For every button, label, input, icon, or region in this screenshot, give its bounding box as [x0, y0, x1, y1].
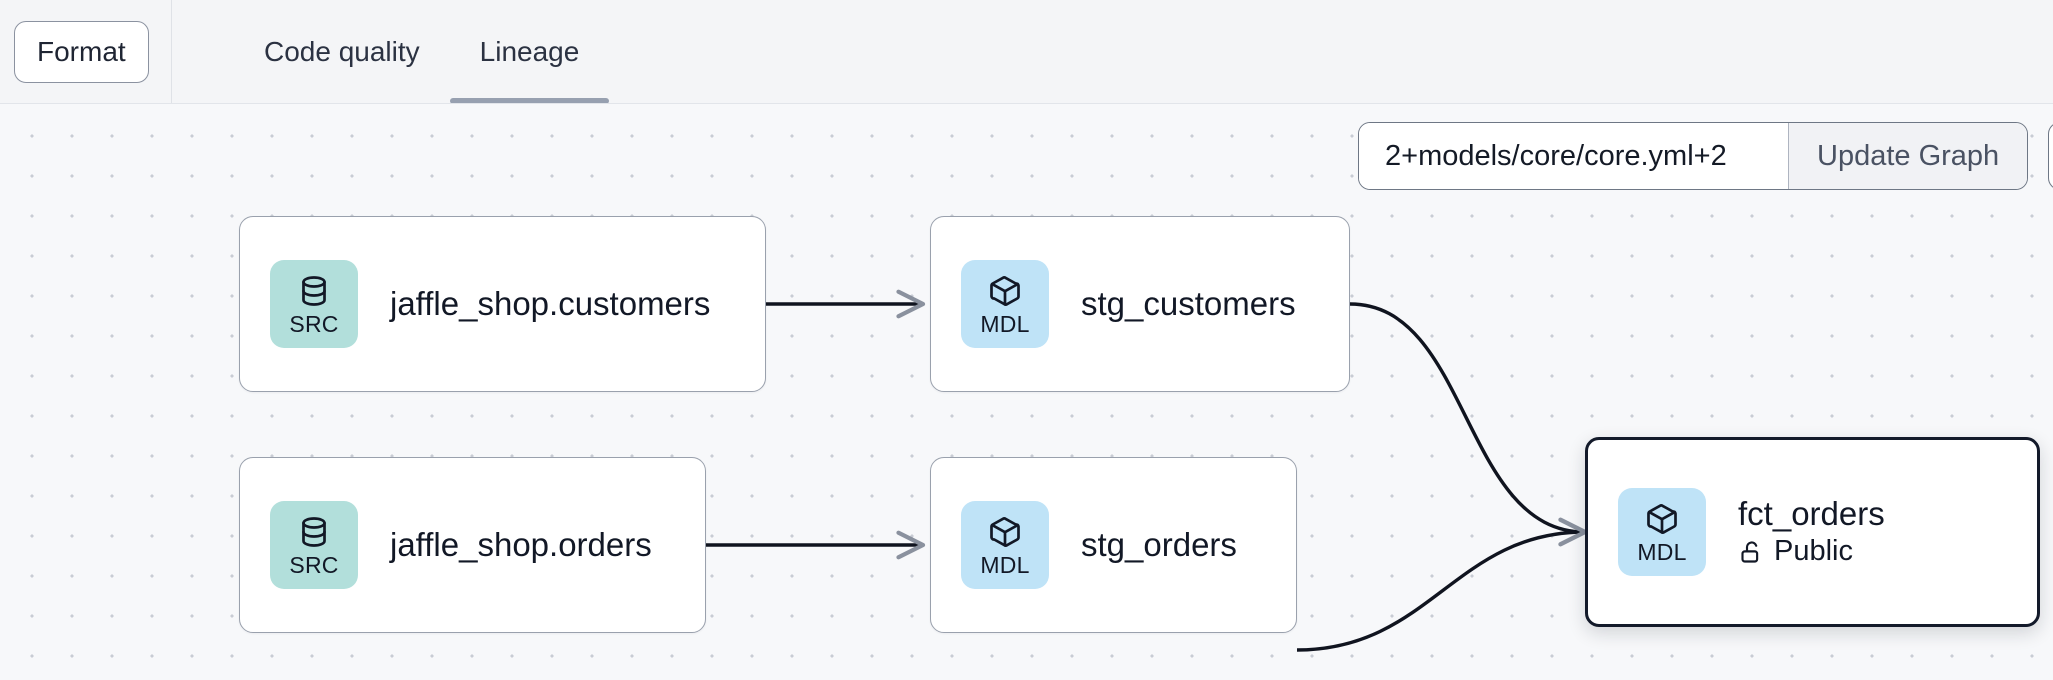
mdl-badge-label: MDL [980, 551, 1030, 578]
mdl-badge: MDL [961, 501, 1049, 589]
edge-stg-customers-to-fct-orders [1349, 302, 1588, 547]
mdl-badge-label: MDL [1637, 538, 1687, 565]
database-icon [302, 275, 326, 306]
node-title: stg_orders [1081, 525, 1237, 563]
mdl-badge: MDL [1618, 488, 1706, 576]
lineage-node-jaffle-shop-customers[interactable]: SRC jaffle_shop.customers [239, 216, 766, 392]
node-body: jaffle_shop.orders [390, 525, 652, 563]
node-title: jaffle_shop.customers [390, 284, 711, 322]
cube-icon [990, 516, 1020, 547]
node-title: fct_orders [1738, 494, 1885, 532]
lineage-node-jaffle-shop-orders[interactable]: SRC jaffle_shop.orders [239, 457, 706, 633]
database-icon [302, 516, 326, 547]
src-badge-label: SRC [289, 310, 339, 337]
mdl-badge: MDL [961, 260, 1049, 348]
graph-options-button[interactable] [2048, 122, 2053, 190]
edge-stg-orders-to-fct-orders [1296, 517, 1588, 652]
unlock-icon [1741, 541, 1759, 563]
node-access-badge: Public [1738, 535, 1885, 568]
tab-code-quality[interactable]: Code quality [264, 36, 420, 67]
top-toolbar: Format Code quality Lineage [0, 0, 2053, 104]
node-body: jaffle_shop.customers [390, 284, 711, 322]
cube-icon [1647, 503, 1677, 534]
update-graph-button[interactable]: Update Graph [1788, 123, 2028, 189]
toolbar-divider [0, 103, 2053, 104]
node-body: fct_orders Public [1738, 494, 1885, 568]
lineage-canvas[interactable]: SRC jaffle_shop.customers MDL stg_custom… [0, 104, 2053, 680]
node-body: stg_orders [1081, 525, 1237, 563]
src-badge-label: SRC [289, 551, 339, 578]
src-badge: SRC [270, 260, 358, 348]
lineage-node-stg-orders[interactable]: MDL stg_orders [930, 457, 1297, 633]
node-title: jaffle_shop.orders [390, 525, 652, 563]
toolbar-left-group: Format [0, 0, 172, 104]
lineage-node-stg-customers[interactable]: MDL stg_customers [930, 216, 1350, 392]
mdl-badge-label: MDL [980, 310, 1030, 337]
node-title: stg_customers [1081, 284, 1296, 322]
node-access-label: Public [1774, 535, 1853, 568]
lineage-node-fct-orders[interactable]: MDL fct_orders Public [1585, 437, 2040, 627]
graph-selector-control: Update Graph [1358, 122, 2029, 190]
tab-bar: Code quality Lineage [172, 0, 609, 104]
node-body: stg_customers [1081, 284, 1296, 322]
graph-selector-input[interactable] [1359, 123, 1788, 189]
tab-lineage[interactable]: Lineage [449, 0, 610, 104]
format-button[interactable]: Format [14, 21, 149, 83]
src-badge: SRC [270, 501, 358, 589]
cube-icon [990, 275, 1020, 306]
